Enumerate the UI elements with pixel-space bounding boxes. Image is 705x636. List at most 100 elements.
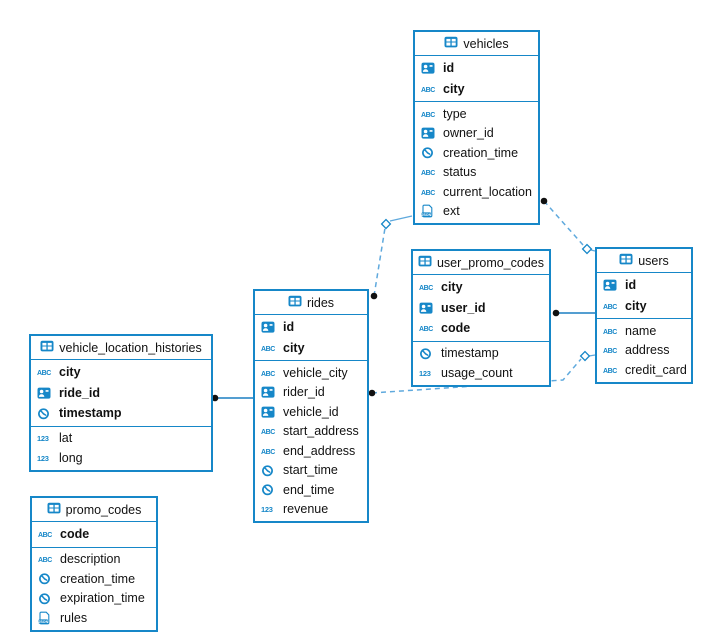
field-row-type[interactable]: ABC type (415, 104, 538, 124)
clock-icon (421, 146, 438, 159)
field-row-owner_id[interactable]: owner_id (415, 124, 538, 144)
svg-text:ABC: ABC (261, 429, 275, 436)
svg-text:ABC: ABC (421, 87, 435, 94)
connection-vehicles-users[interactable] (540, 197, 596, 255)
field-name: credit_card (625, 362, 687, 377)
svg-text:ABC: ABC (421, 190, 435, 197)
table-header[interactable]: users (597, 249, 691, 273)
field-row-id[interactable]: id (415, 58, 538, 79)
field-name: usage_count (441, 365, 513, 380)
field-name: city (283, 340, 305, 355)
field-row-name[interactable]: ABC name (597, 321, 691, 341)
field-row-timestamp[interactable]: timestamp (413, 344, 549, 364)
field-row-id[interactable]: id (597, 275, 691, 296)
svg-text:ABC: ABC (603, 348, 617, 355)
field-name: user_id (441, 300, 486, 315)
abc-text-icon: ABC (37, 367, 54, 377)
field-name: description (60, 552, 121, 567)
field-row-id[interactable]: id (255, 317, 367, 338)
field-row-user_id[interactable]: user_id (413, 298, 549, 319)
field-row-city[interactable]: ABC city (31, 362, 211, 383)
field-row-timestamp[interactable]: timestamp (31, 403, 211, 424)
table-header[interactable]: vehicle_location_histories (31, 336, 211, 360)
abc-text-icon: ABC (261, 343, 278, 353)
id-badge-icon (261, 321, 278, 333)
svg-text:ABC: ABC (261, 449, 275, 456)
relationship-line (543, 200, 584, 246)
cardinality-diamond (579, 350, 591, 362)
abc-text-icon: ABC (421, 109, 438, 119)
field-name: expiration_time (60, 591, 145, 606)
svg-text:ABC: ABC (38, 532, 52, 539)
field-row-end_time[interactable]: end_time (255, 480, 367, 500)
field-row-start_time[interactable]: start_time (255, 461, 367, 481)
svg-text:ABC: ABC (261, 346, 275, 353)
table-header[interactable]: promo_codes (32, 498, 156, 522)
field-name: end_time (283, 482, 335, 497)
field-name: end_address (283, 443, 356, 458)
table-header[interactable]: vehicles (415, 32, 538, 56)
connection-user_promo_codes-users[interactable] (552, 309, 595, 317)
field-row-vehicle_id[interactable]: vehicle_id (255, 402, 367, 422)
field-row-end_address[interactable]: ABC end_address (255, 441, 367, 461)
field-row-expiration_time[interactable]: expiration_time (32, 589, 156, 609)
field-name: name (625, 323, 657, 338)
field-row-rider_id[interactable]: rider_id (255, 383, 367, 403)
connection-vehicle_location_histories-rides[interactable] (211, 394, 253, 402)
field-row-code[interactable]: ABC code (32, 524, 156, 545)
svg-text:ABC: ABC (37, 370, 51, 377)
field-row-current_location[interactable]: ABC current_location (415, 182, 538, 202)
svg-text:123: 123 (37, 454, 49, 463)
id-badge-icon (421, 62, 438, 74)
json-icon: JSON (421, 204, 438, 218)
field-name: owner_id (443, 126, 494, 141)
field-name: vehicle_city (283, 365, 348, 380)
field-row-creation_time[interactable]: creation_time (32, 569, 156, 589)
svg-text:ABC: ABC (419, 326, 433, 333)
table-header[interactable]: rides (255, 291, 367, 315)
table-icon (47, 501, 61, 519)
field-row-city[interactable]: ABC city (255, 338, 367, 359)
field-row-creation_time[interactable]: creation_time (415, 143, 538, 163)
clock-icon (37, 407, 54, 420)
svg-text:123: 123 (37, 434, 49, 443)
abc-text-icon: ABC (603, 301, 620, 311)
field-name: rules (60, 610, 88, 625)
connection-rides-vehicles[interactable] (370, 215, 413, 300)
number-123-icon: 123 (261, 504, 278, 514)
field-name: city (59, 365, 81, 380)
clock-icon (419, 347, 436, 360)
field-name: code (60, 527, 90, 542)
field-name: current_location (443, 184, 532, 199)
svg-text:ABC: ABC (603, 329, 617, 336)
cardinality-diamond (380, 218, 392, 230)
field-row-ride_id[interactable]: ride_id (31, 383, 211, 404)
table-header[interactable]: user_promo_codes (413, 251, 549, 275)
field-name: type (443, 106, 467, 121)
field-name: id (625, 278, 637, 293)
